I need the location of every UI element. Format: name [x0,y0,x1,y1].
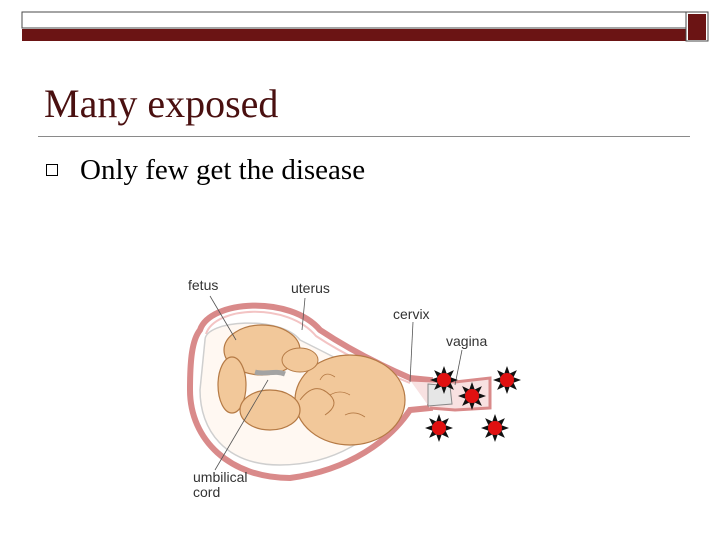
pathogen-core [437,373,451,387]
slide-title: Many exposed [44,81,279,126]
bullet-text: Only few get the disease [80,154,366,186]
label-fetus: fetus [188,277,219,293]
pathogen-core [500,373,514,387]
label-vagina: vagina [446,333,488,349]
pathogen-core [432,421,446,435]
top-decorative-band [21,11,709,42]
umbilical-cord [254,369,286,377]
pathogen-core [488,421,502,435]
hollow-square-bullet-icon [46,164,58,176]
pathogen-core [465,389,479,403]
label-cervix: cervix [393,306,430,322]
label-uterus: uterus [291,280,330,296]
pathogen-group [425,366,521,442]
fetus-in-uterus-illustration [186,295,521,482]
title-divider [38,136,690,137]
label-umbilical-cord: umbilical cord [193,469,248,500]
